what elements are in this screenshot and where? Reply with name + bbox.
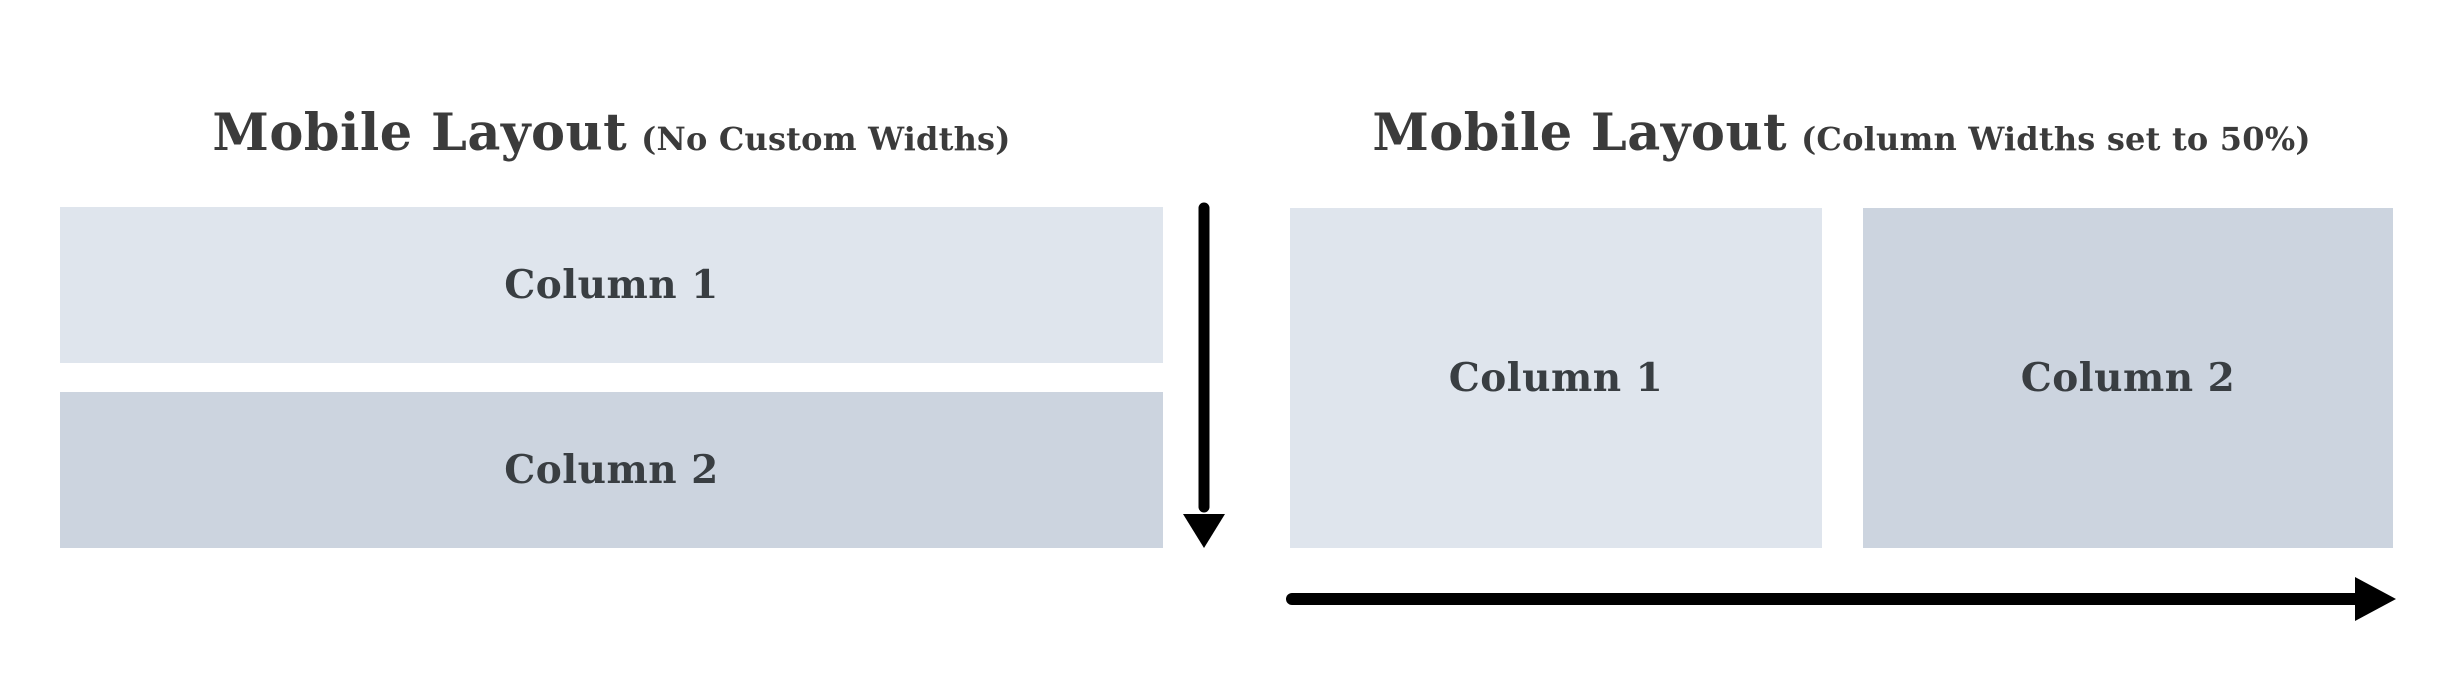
left-column-1-box: Column 1	[60, 207, 1163, 363]
left-title-note: (No Custom Widths)	[641, 120, 1011, 158]
right-column-1-label: Column 1	[1448, 355, 1664, 401]
left-title-text: Mobile Layout	[212, 103, 628, 163]
down-arrow-icon	[1183, 202, 1225, 548]
right-title-note: (Column Widths set to 50%)	[1801, 120, 2311, 158]
left-diagram-title: Mobile Layout (No Custom Widths)	[60, 102, 1163, 173]
right-column-1-box: Column 1	[1290, 208, 1822, 548]
left-column-2-label: Column 2	[504, 447, 719, 493]
right-title-text: Mobile Layout	[1372, 103, 1788, 163]
right-column-2-box: Column 2	[1863, 208, 2393, 548]
right-diagram-title: Mobile Layout (Column Widths set to 50%)	[1290, 102, 2393, 173]
left-column-1-label: Column 1	[504, 262, 719, 308]
right-column-2-label: Column 2	[2020, 355, 2236, 401]
right-arrow-icon	[1286, 577, 2396, 621]
left-column-2-box: Column 2	[60, 392, 1163, 548]
